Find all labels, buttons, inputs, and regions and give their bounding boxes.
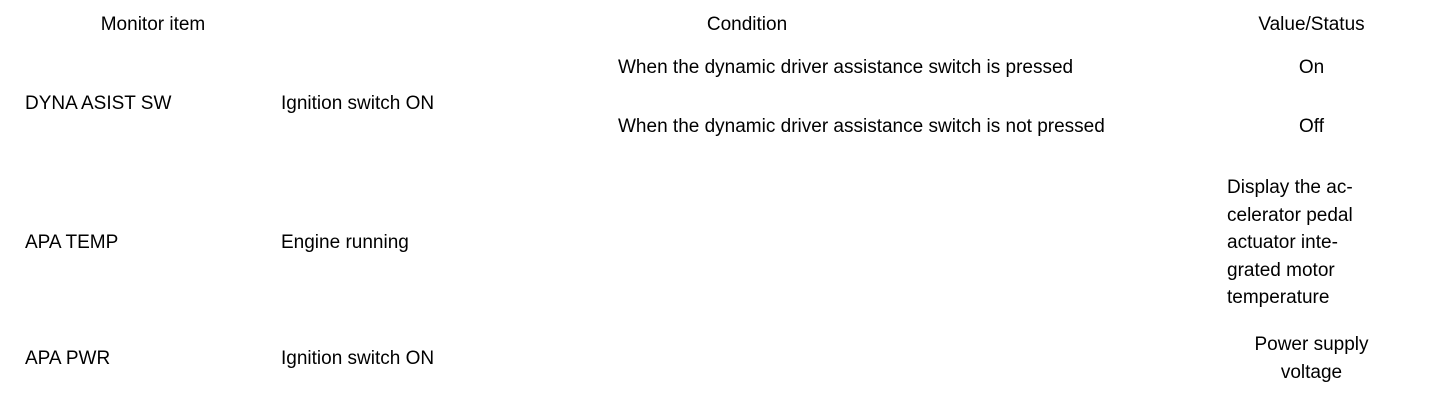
cell-monitor-item-apa-temp: APA TEMP <box>25 232 119 254</box>
cell-condition-apa-pwr: Ignition switch ON <box>281 347 435 369</box>
table-header: Monitor item Condition Value/Status <box>25 6 1410 44</box>
cell-value-apa-pwr: Power supply voltage <box>1213 323 1410 394</box>
value-line: temperature <box>1227 287 1330 309</box>
value-line: actuator inte- <box>1227 232 1338 254</box>
value-line: grated motor <box>1227 259 1335 281</box>
cell-monitor-item-dyna-asist-sw: DYNA ASIST SW <box>25 92 172 114</box>
value-line: voltage <box>1280 361 1343 383</box>
cell-monitor-item-apa-pwr: APA PWR <box>25 347 111 369</box>
table-header-row: Monitor item Condition Value/Status <box>25 6 1410 44</box>
cell-subcondition-not-pressed: When the dynamic driver assistance switc… <box>618 116 1105 138</box>
cell-subcondition-pressed: When the dynamic driver assistance switc… <box>618 56 1074 78</box>
table-row: DYNA ASIST SW Ignition switch ON When th… <box>25 44 1410 114</box>
cell-condition-apa-temp: Engine running <box>281 232 409 254</box>
monitor-item-spec-table: Monitor item Condition Value/Status DYNA… <box>25 6 1410 394</box>
table-body: DYNA ASIST SW Ignition switch ON When th… <box>25 44 1410 394</box>
column-header-value-status: Value/Status <box>1258 14 1365 36</box>
value-line: celerator pedal <box>1227 204 1353 226</box>
cell-value-off: Off <box>1299 116 1324 138</box>
value-line: Display the ac- <box>1227 177 1353 199</box>
column-header-condition: Condition <box>706 14 788 36</box>
value-line: Power supply <box>1254 333 1369 355</box>
cell-condition-dyna-asist-sw: Ignition switch ON <box>281 92 435 114</box>
table-row: When the dynamic driver assistance switc… <box>25 91 1410 163</box>
column-header-monitor-item: Monitor item <box>100 14 206 36</box>
table-row: APA PWR Ignition switch ON Power supply … <box>25 323 1410 394</box>
cell-value-apa-temp: Display the ac- celerator pedal actuator… <box>1213 163 1410 323</box>
table-row: APA TEMP Engine running Display the ac- … <box>25 163 1410 323</box>
cell-value-on: On <box>1298 56 1325 78</box>
